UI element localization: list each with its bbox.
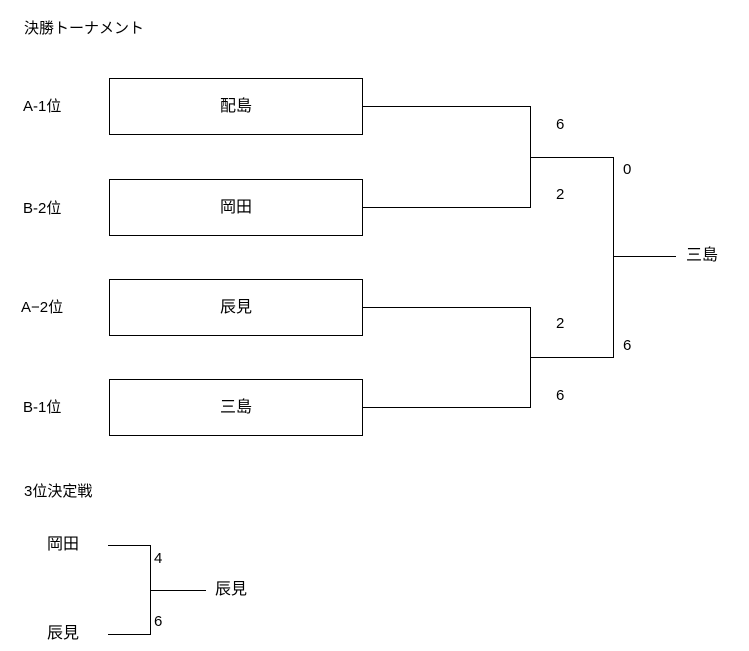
score-semifinal1-bottom: 2 [556, 186, 565, 203]
team-box-a1[interactable]: 配島 [109, 78, 363, 135]
connector-thirdplace-output [150, 590, 206, 591]
connector-thirdplace-bottom [108, 634, 151, 635]
score-final-bottom: 6 [623, 337, 632, 354]
third-place-winner-name: 辰見 [215, 581, 248, 598]
score-thirdplace-bottom: 6 [154, 613, 163, 630]
team-name-mishima: 三島 [219, 398, 252, 416]
team-box-b2[interactable]: 岡田 [109, 179, 363, 236]
third-place-title: 3位決定戦 [24, 483, 93, 500]
connector-semifinal1-top [363, 106, 531, 107]
score-semifinal1-top: 6 [556, 116, 565, 133]
score-final-top: 0 [623, 161, 632, 178]
score-semifinal2-top: 2 [556, 315, 565, 332]
seed-label-b1: B-1位 [23, 399, 62, 416]
seed-label-a2: A−2位 [21, 299, 64, 316]
score-semifinal2-bottom: 6 [556, 387, 565, 404]
champion-name: 三島 [686, 247, 719, 264]
seed-label-b2: B-2位 [23, 200, 62, 217]
score-thirdplace-top: 4 [154, 550, 163, 567]
connector-final-output [613, 256, 676, 257]
connector-final-vertical [613, 157, 614, 357]
final-tournament-title: 決勝トーナメント [24, 20, 145, 37]
connector-semifinal1-bottom [363, 207, 531, 208]
connector-semifinal2-top [363, 307, 531, 308]
connector-semifinal1-output [530, 157, 614, 158]
team-box-b1[interactable]: 三島 [109, 379, 363, 436]
connector-semifinal2-bottom [363, 407, 531, 408]
third-place-bottom-team: 辰見 [47, 625, 80, 642]
connector-semifinal2-output [530, 357, 614, 358]
third-place-top-team: 岡田 [47, 536, 80, 553]
seed-label-a1: A-1位 [23, 98, 62, 115]
team-name-tatsumi: 辰見 [219, 298, 252, 316]
team-box-a2[interactable]: 辰見 [109, 279, 363, 336]
connector-thirdplace-top [108, 545, 151, 546]
team-name-okada: 岡田 [219, 198, 252, 216]
team-name-haishima: 配島 [219, 97, 252, 115]
